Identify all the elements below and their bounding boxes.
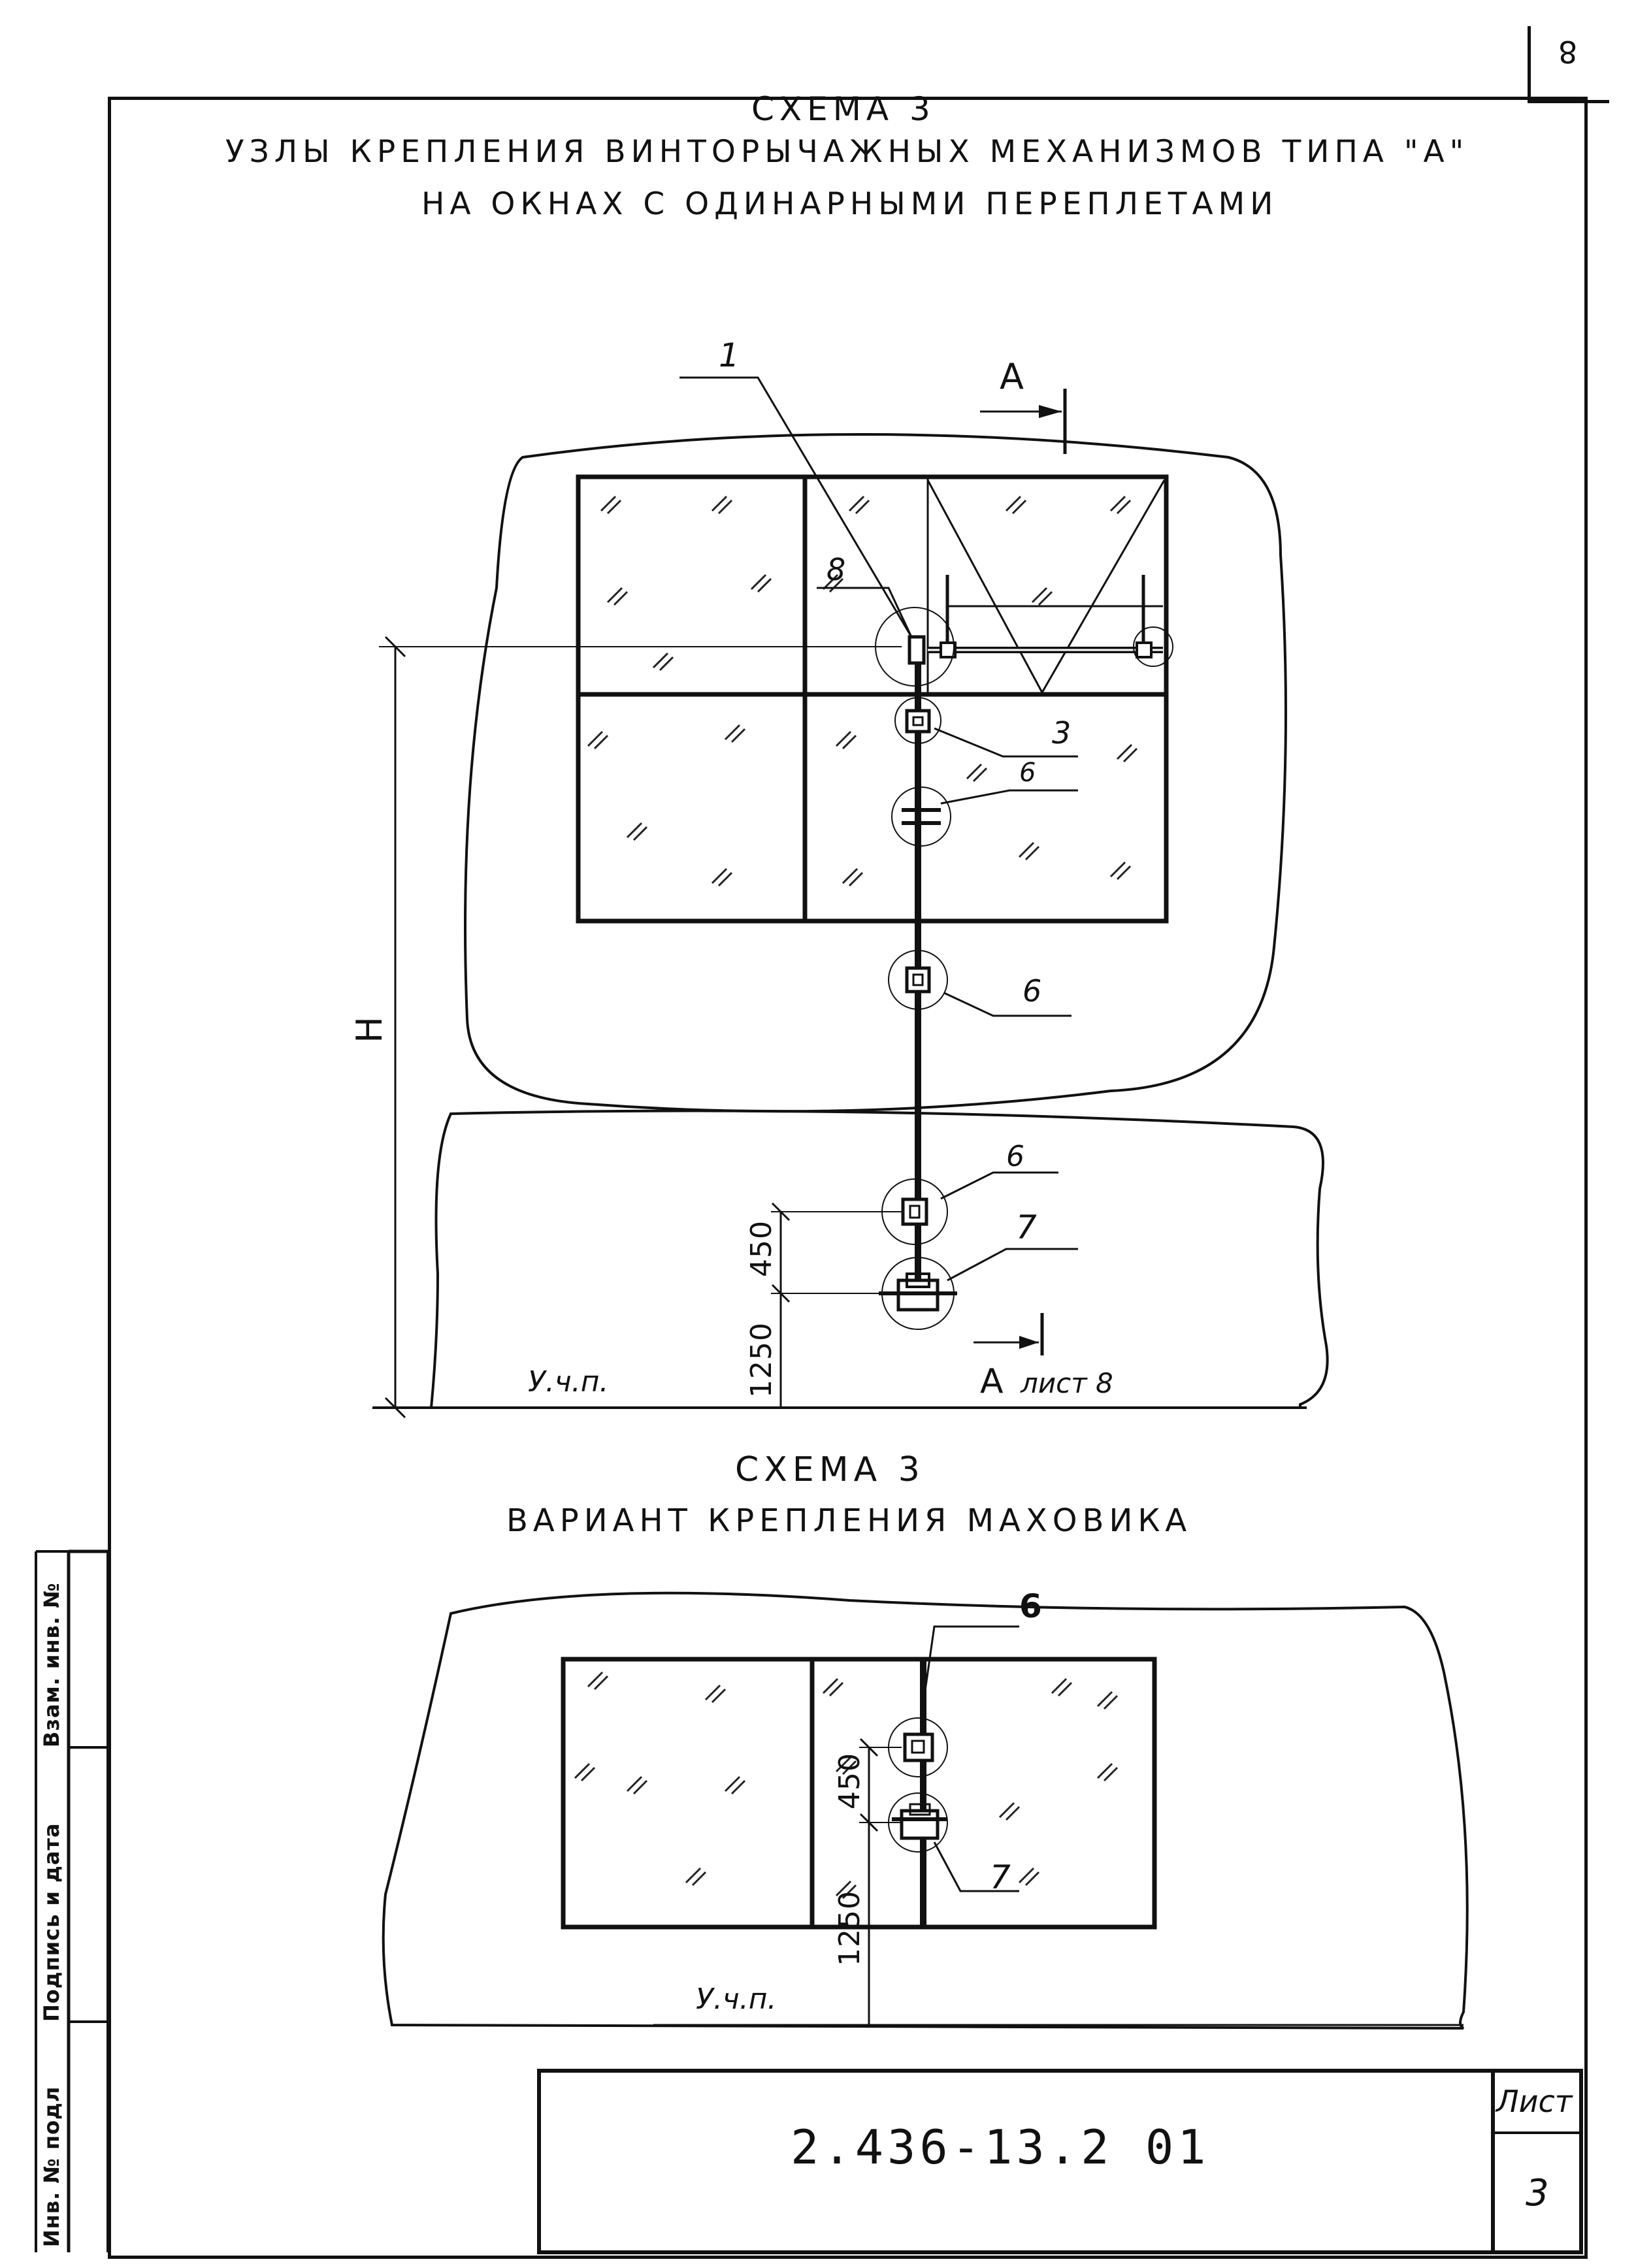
dim-1250-top: 1250 (745, 1322, 778, 1398)
window-upper (576, 474, 1169, 924)
section-sheet-ref: лист 8 (1021, 1367, 1113, 1399)
leader-7 (947, 1248, 1078, 1282)
node-3 (894, 697, 941, 744)
side-label-sign-date: Подпись и дата (39, 1822, 64, 2022)
scheme2-heading: СХЕМА 3 (735, 1450, 925, 1489)
node-6b (888, 950, 948, 1010)
height-label: Н (348, 1016, 390, 1043)
leader-7-lower (933, 1841, 1019, 1892)
window-lower (561, 1657, 1157, 1930)
leader-6b (943, 992, 1072, 1017)
wall-outline-middle (429, 1109, 1329, 1409)
node-6a (891, 786, 951, 847)
callout-8: 8 (826, 552, 846, 587)
section-label-top: А (1000, 356, 1024, 397)
dim-1250-lower: 1250 (833, 1890, 866, 1966)
leader-6-lower (920, 1625, 1019, 1719)
drawing-frame (108, 97, 1588, 2259)
callout-6-lower: 6 (1019, 1587, 1042, 1625)
sheet-label: Лист (1496, 2084, 1573, 2119)
floor-label-top: У.ч.п. (528, 1365, 609, 1399)
callout-7: 7 (1016, 1208, 1037, 1246)
node-8-right (1133, 626, 1173, 667)
callout-3: 3 (1052, 715, 1072, 751)
scheme1-heading: СХЕМА 3 (751, 90, 936, 128)
floor-label-bottom: У.ч.п. (696, 1983, 777, 2016)
scheme2-title: ВАРИАНТ КРЕПЛЕНИЯ МАХОВИКА (506, 1502, 1192, 1539)
section-label-bottom: А (980, 1362, 1004, 1401)
title-block (537, 2069, 1583, 2254)
callout-6c: 6 (1006, 1140, 1024, 1173)
callout-6b: 6 (1022, 973, 1042, 1009)
dim-450-top: 450 (745, 1220, 778, 1277)
scheme1-title-line2: НА ОКНАХ С ОДИНАРНЫМИ ПЕРЕПЛЕТАМИ (421, 186, 1279, 222)
scheme1-title-line1: УЗЛЫ КРЕПЛЕНИЯ ВИНТОРЫЧАЖНЫХ МЕХАНИЗМОВ … (225, 134, 1469, 170)
wall-outline-upper (464, 433, 1287, 1113)
wall-outline-lower (382, 1591, 1469, 2030)
callout-1: 1 (719, 336, 740, 374)
dim-450-lower: 450 (833, 1753, 866, 1809)
callout-6a: 6 (1019, 758, 1036, 788)
side-label-replace-inv: Взам. инв. № (39, 1582, 64, 1747)
page-number-box (1528, 26, 1609, 103)
leader-1 (679, 376, 913, 638)
leader-8 (817, 587, 913, 638)
leader-3 (934, 727, 1078, 758)
callout-7-lower: 7 (990, 1858, 1011, 1896)
side-label-inv-no: Инв. № подл (39, 2086, 64, 2247)
document-code: 2.436-13.2 01 (791, 2120, 1210, 2175)
sheet-number: 3 (1526, 2172, 1549, 2214)
leader-6a (940, 789, 1078, 805)
leader-6c (940, 1171, 1058, 1200)
sash-opening-mark (926, 479, 1166, 695)
